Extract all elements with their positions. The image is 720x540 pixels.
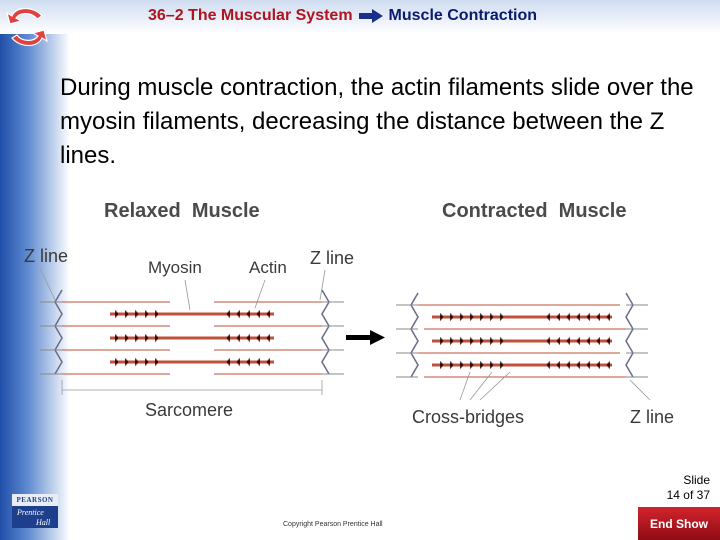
contracted-leader-lines (460, 372, 650, 400)
contracted-muscle-title: Contracted Muscle (442, 200, 626, 222)
relaxed-z-line-right-label: Z line (310, 248, 354, 268)
copyright-text: Copyright Pearson Prentice Hall (283, 521, 383, 528)
sarcomere-label: Sarcomere (145, 400, 233, 420)
contracted-sarcomere (396, 293, 648, 377)
slide-position: 14 of 37 (667, 488, 710, 503)
relaxed-muscle-title: Relaxed Muscle (104, 200, 260, 222)
end-show-button[interactable]: End Show (638, 507, 720, 540)
header-topic-title: Muscle Contraction (389, 7, 537, 25)
right-arrow-icon (359, 9, 383, 23)
contracted-z-line-label: Z line (630, 407, 674, 427)
relaxed-z-line-left-label: Z line (24, 246, 68, 266)
cross-bridges-label: Cross-bridges (412, 407, 524, 427)
logo-line-1: Prentice (17, 508, 44, 517)
slide-label: Slide (667, 473, 710, 488)
slide-header: 36–2 The Muscular System Muscle Contract… (148, 6, 537, 26)
actin-label: Actin (249, 258, 287, 277)
relaxed-sarcomere (40, 290, 344, 374)
slide-number: Slide 14 of 37 (667, 473, 710, 503)
pearson-prentice-hall-logo: PEARSON Prentice Hall (12, 494, 58, 528)
relaxed-leader-lines (40, 268, 325, 395)
logo-pearson-text: PEARSON (12, 494, 58, 506)
header-section-title: 36–2 The Muscular System (148, 7, 353, 25)
right-arrow-icon (346, 330, 385, 345)
muscle-contraction-diagram: Relaxed Muscle Contracted Muscle Z line … (0, 190, 720, 440)
myosin-label: Myosin (148, 258, 202, 277)
body-text: During muscle contraction, the actin fil… (60, 71, 710, 173)
logo-line-2: Hall (36, 518, 50, 527)
back-forward-arrows-icon[interactable] (4, 4, 50, 50)
